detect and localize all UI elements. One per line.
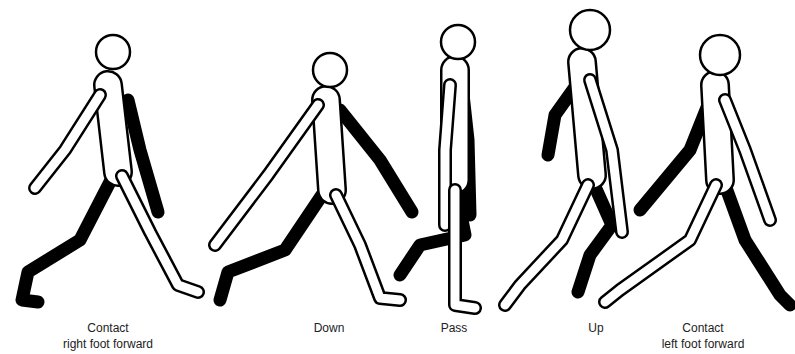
phase-label: Up: [588, 321, 603, 335]
figure-contact-left: [605, 35, 790, 305]
phase-label: Down: [314, 321, 345, 335]
phase-label: Contact: [87, 321, 128, 335]
figure-up: [505, 10, 622, 305]
figure-down: [215, 53, 412, 300]
phase-label: Pass: [441, 321, 468, 335]
figure-pass: [400, 25, 475, 308]
phase-label: left foot forward: [662, 337, 745, 351]
phase-label: Contact: [682, 321, 723, 335]
figure-contact-right: [22, 35, 198, 302]
phase-label: right foot forward: [63, 337, 153, 351]
